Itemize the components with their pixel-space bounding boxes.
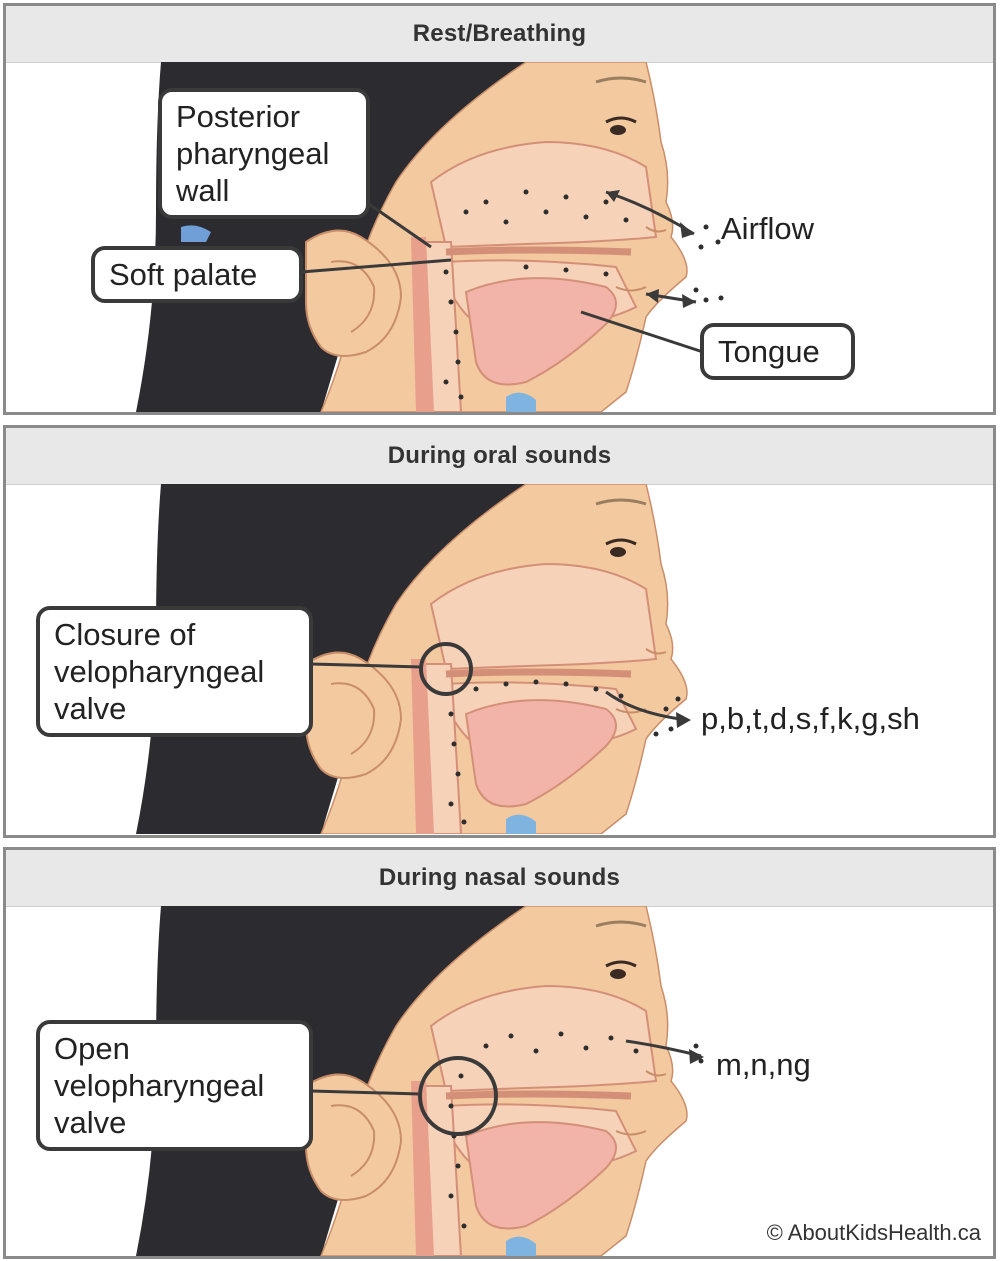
panel-title: During oral sounds <box>6 428 993 485</box>
label-airflow: Airflow <box>721 211 815 246</box>
panel-nasal-sounds: During nasal sounds Open velopharyngeal … <box>3 847 996 1259</box>
callout-tongue: Tongue <box>700 323 855 380</box>
head-illustration <box>6 906 993 1256</box>
head-illustration <box>6 484 993 834</box>
callout-soft-palate: Soft palate <box>91 246 303 303</box>
panel-rest-breathing: Rest/Breathing <box>3 3 996 415</box>
callout-open-velopharyngeal-valve: Open velopharyngeal valve <box>36 1020 313 1151</box>
label-oral-sounds: p,b,t,d,s,f,k,g,sh <box>701 701 920 736</box>
closure-highlight-circle <box>419 642 473 696</box>
leader-line <box>310 662 422 669</box>
airflow-dots <box>443 189 724 400</box>
panel-title: Rest/Breathing <box>6 6 993 63</box>
callout-posterior-pharyngeal-wall: Posterior pharyngeal wall <box>158 88 370 219</box>
copyright-text: © AboutKidsHealth.ca <box>766 1220 981 1245</box>
airflow-dots <box>448 1031 704 1229</box>
open-valve-highlight-circle <box>418 1056 498 1136</box>
airflow-dots <box>448 679 681 825</box>
callout-closure-of-velopharyngeal-valve: Closure of velopharyngeal valve <box>36 606 313 737</box>
panel-oral-sounds: During oral sounds Closure of velopharyn… <box>3 425 996 838</box>
leader-lines <box>300 200 704 354</box>
label-nasal-sounds: m,n,ng <box>716 1047 811 1082</box>
leader-line <box>310 1089 421 1096</box>
head-illustration <box>6 62 993 412</box>
panel-title: During nasal sounds <box>6 850 993 907</box>
